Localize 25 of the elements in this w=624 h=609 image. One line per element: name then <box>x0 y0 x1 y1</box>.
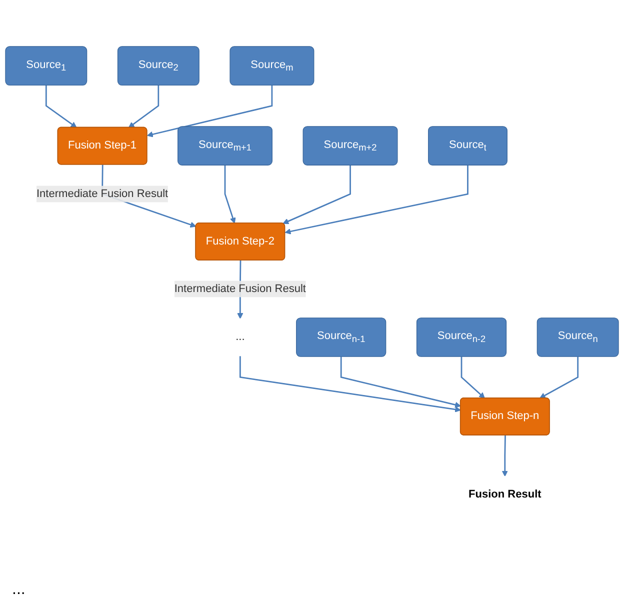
arrow <box>284 165 468 234</box>
node-box: Source$_{m+2}$ <box>302 126 398 166</box>
arrow <box>224 165 236 224</box>
node-box: Source$_{n-2}$ <box>416 318 507 357</box>
node-box: Source$_{m}$ <box>230 46 314 86</box>
node-box: Source$_{t}$ <box>428 126 508 166</box>
arrow <box>540 356 579 398</box>
arrow <box>146 85 273 138</box>
node-box: Source$_{1}$ <box>5 46 88 86</box>
node-box: Source$_{m+1}$ <box>178 126 272 166</box>
arrow <box>502 435 508 477</box>
ellipsis-text: ... <box>12 581 26 598</box>
node-box: Source$_{2}$ <box>117 46 200 86</box>
node-text: Fusion Result <box>468 488 542 500</box>
node-box: Source$_{n-1}$ <box>296 318 386 357</box>
arrow <box>340 356 461 408</box>
arrow <box>128 85 160 128</box>
arrow <box>460 356 485 398</box>
node-box: Source$_{n}$ <box>536 318 619 357</box>
edge-label: Intermediate Fusion Result <box>174 282 306 295</box>
arrow <box>239 356 461 412</box>
arrow <box>282 165 351 224</box>
edge-label: Intermediate Fusion Result <box>36 188 168 200</box>
node-text: ... <box>236 331 245 343</box>
arrow <box>45 85 77 128</box>
